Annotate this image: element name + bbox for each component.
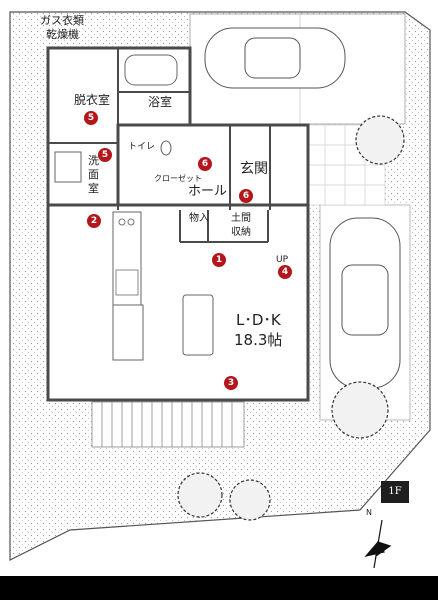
label-ldk: L･D･K [236,311,281,329]
label-toilet: トイレ [128,142,156,152]
dining-table [112,304,144,361]
label-up: UP [276,255,289,265]
label-gas-dryer: ガス衣類 [40,14,84,27]
car-right [329,217,401,389]
sofa [182,294,214,356]
washbasin [54,151,82,183]
marker-ldk: 3 [224,376,238,390]
label-storage: 物入 [189,213,209,224]
marker-kitchen: 2 [87,214,101,228]
deck [91,401,245,448]
marker-washroom: 5 [98,148,112,162]
label-washroom-3: 室 [88,182,99,195]
label-entrance: 玄関 [240,161,268,177]
marker-storage: 1 [212,253,226,267]
car-top [204,27,346,89]
label-hall: ホール [188,184,228,199]
label-gas-dryer-2: 乾燥機 [46,28,79,41]
label-washroom-1: 洗 [88,154,99,167]
bottom-bar [0,576,438,600]
bathtub [124,54,178,86]
marker-entrance: 6 [239,189,253,203]
toilet-fixture [160,140,172,156]
label-closet: クローゼット [154,174,202,183]
label-bathroom: 浴室 [148,95,173,109]
marker-dressing: 5 [84,111,98,125]
marker-closet: 6 [198,157,212,171]
marker-stairs: 4 [278,265,292,279]
label-ldk-size: 18.3帖 [234,331,283,349]
label-dressing-room: 脱衣室 [74,93,111,107]
floor-badge: 1F [381,481,409,503]
label-washroom-2: 面 [88,168,99,181]
label-entry-storage-2: 収納 [231,227,251,238]
trees [177,115,405,521]
north-label: N [366,508,372,517]
label-entry-storage-1: 土間 [231,213,251,224]
